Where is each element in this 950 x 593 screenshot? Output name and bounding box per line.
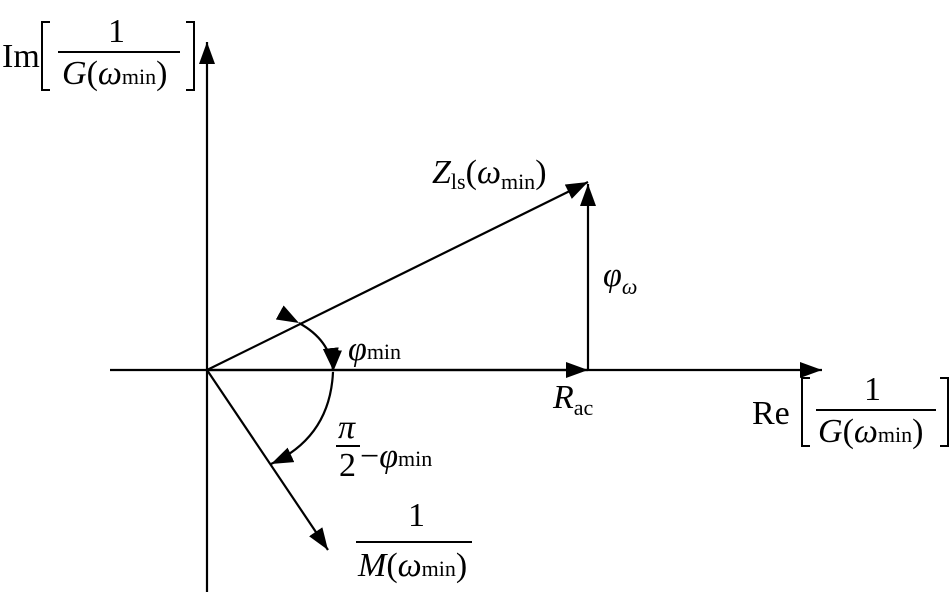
svg-text:2: 2 xyxy=(339,447,356,484)
svg-text:1: 1 xyxy=(108,13,125,50)
comp-angle-label: π 2 −φmin xyxy=(336,409,432,484)
inv-m-vector xyxy=(206,369,329,551)
svg-text:−φmin: −φmin xyxy=(360,438,432,475)
comp-angle-arc xyxy=(270,349,343,466)
phi-min-arc xyxy=(275,305,339,371)
svg-text:M(ωmin): M(ωmin) xyxy=(357,547,467,584)
phi-min-label: φmin xyxy=(348,331,401,368)
svg-text:G(ωmin): G(ωmin) xyxy=(818,413,923,450)
re-axis-label: Re 1 G(ωmin) xyxy=(752,371,949,450)
svg-text:1: 1 xyxy=(408,497,425,534)
svg-text:1: 1 xyxy=(864,371,881,408)
r-ac-label: Rac xyxy=(552,379,594,420)
right-bracket xyxy=(186,21,195,91)
svg-text:Im: Im xyxy=(2,38,40,75)
svg-text:Re: Re xyxy=(752,395,790,432)
svg-text:G(ωmin): G(ωmin) xyxy=(62,55,167,92)
right-bracket xyxy=(940,377,949,447)
zls-label: Zls(ωmin) xyxy=(432,154,547,194)
left-bracket xyxy=(801,377,810,447)
left-bracket xyxy=(41,21,50,91)
svg-text:π: π xyxy=(338,409,356,446)
zls-vector xyxy=(206,181,589,371)
im-axis-label: Im 1 G(ωmin) xyxy=(2,13,195,92)
phi-omega-label: φω xyxy=(603,257,637,299)
inv-m-label: 1 M(ωmin) xyxy=(356,497,472,584)
